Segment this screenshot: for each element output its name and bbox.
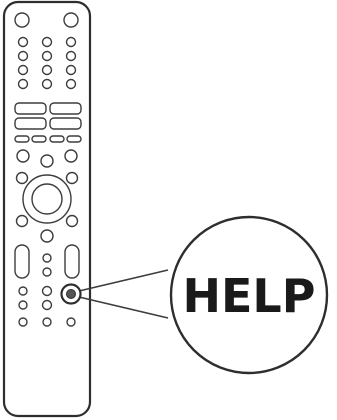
small-button[interactable] [18,317,28,327]
keypad-button[interactable] [41,50,53,62]
help-button[interactable] [66,289,76,299]
top-right-button[interactable] [63,12,79,28]
callout-circle [169,215,329,375]
small-button[interactable] [64,149,78,163]
nav-corner-button[interactable] [15,214,29,228]
keypad-button[interactable] [65,36,77,48]
ok-button[interactable] [31,183,63,215]
wide-button[interactable] [49,102,82,115]
keypad-button[interactable] [17,36,29,48]
color-button[interactable] [14,135,30,143]
small-button[interactable] [18,286,28,296]
keypad-button[interactable] [17,78,29,90]
nav-corner-button[interactable] [65,214,79,228]
keypad-button[interactable] [41,36,53,48]
small-button[interactable] [42,253,52,263]
volume-rocker[interactable] [14,244,30,279]
keypad-button[interactable] [17,50,29,62]
small-button[interactable] [66,317,76,327]
small-button[interactable] [42,317,52,327]
callout-line [78,296,169,319]
callout-line [78,269,169,292]
keypad-button[interactable] [65,50,77,62]
small-button[interactable] [16,149,30,163]
small-button[interactable] [41,299,53,311]
color-button[interactable] [66,135,82,143]
keypad-button[interactable] [65,64,77,76]
number-pad [17,36,77,90]
small-button[interactable] [18,300,28,310]
small-button[interactable] [41,285,53,297]
small-button[interactable] [42,267,52,277]
wide-button[interactable] [14,102,47,115]
nav-corner-button[interactable] [15,171,29,185]
callout-label: HELP [183,269,316,323]
small-button[interactable] [40,229,54,243]
wide-button[interactable] [49,117,82,130]
color-button[interactable] [49,135,65,143]
wide-button[interactable] [14,117,47,130]
keypad-button[interactable] [65,78,77,90]
keypad-button[interactable] [41,78,53,90]
nav-corner-button[interactable] [65,171,79,185]
keypad-button[interactable] [17,64,29,76]
top-left-button[interactable] [14,12,30,28]
color-button[interactable] [31,135,47,143]
small-button[interactable] [40,154,54,168]
keypad-button[interactable] [41,64,53,76]
channel-rocker[interactable] [64,244,80,279]
